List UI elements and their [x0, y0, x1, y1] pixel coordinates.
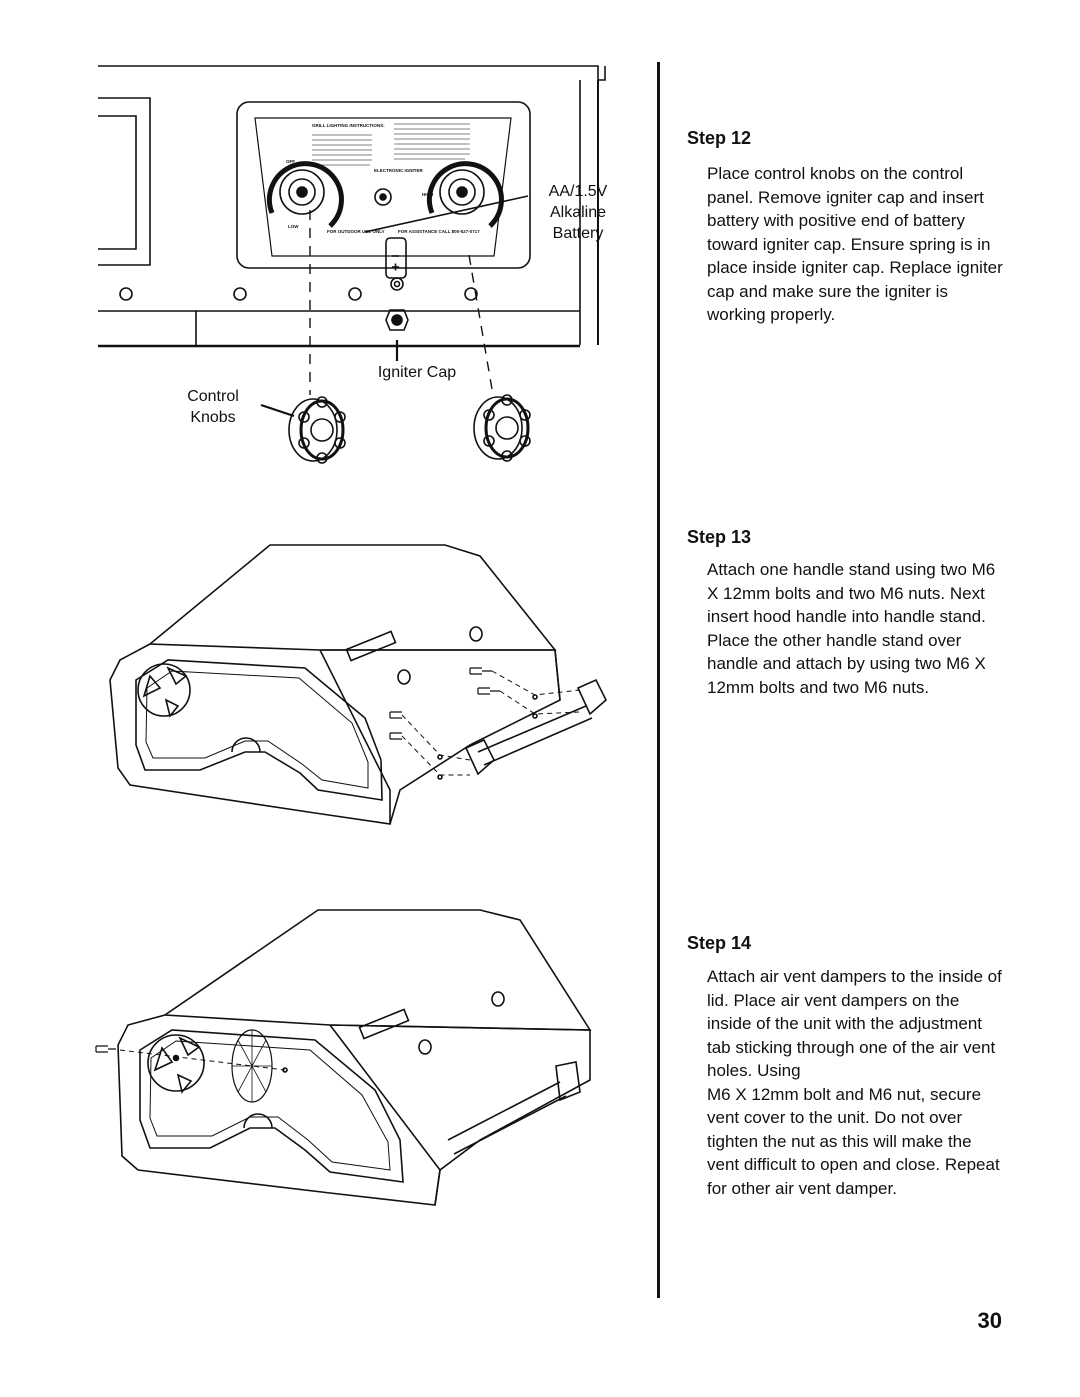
control-knobs-callout: Control Knobs	[178, 386, 248, 428]
decal-igniter-label: ELECTRONIC IGNITER	[374, 168, 424, 173]
hood-handle-figure	[109, 544, 607, 825]
step-13-text: Attach one handle stand using two M6 X 1…	[707, 560, 996, 697]
step-14-text-part2: M6 X 12mm bolt and M6 nut, secure vent c…	[707, 1084, 1000, 1198]
page-number: 30	[977, 1308, 1002, 1333]
right-knob	[473, 394, 531, 462]
column-divider	[657, 62, 660, 1298]
step-14-heading: Step 14	[687, 933, 752, 953]
battery-label-line1: AA/1.5V	[548, 183, 608, 200]
control-panel-figure	[98, 65, 606, 464]
step-12-heading: Step 12	[687, 128, 752, 148]
battery-callout: AA/1.5V Alkaline Battery	[540, 181, 616, 244]
decal-instructions-heading: GRILL LIGHTING INSTRUCTIONS:	[312, 123, 385, 128]
decal-outdoor-label: FOR OUTDOOR USE ONLY	[327, 229, 385, 234]
step-14-text-part1: Attach air vent dampers to the inside of…	[707, 967, 1002, 1080]
step-14-text: Attach air vent dampers to the inside of…	[707, 965, 1007, 1200]
knobs-label-line1: Control	[187, 388, 239, 405]
hood-vent-damper-figure	[95, 909, 592, 1206]
battery-label-line3: Battery	[552, 225, 604, 242]
knobs-label-line2: Knobs	[190, 409, 236, 426]
decal-right-high: HIGH	[422, 192, 433, 197]
left-knob	[288, 396, 346, 464]
decal-left-low: LOW	[288, 224, 299, 229]
decal-assistance-label: FOR ASSISTANCE CALL 800-527-0717	[398, 229, 480, 234]
step-12-text: Place control knobs on the control panel…	[707, 164, 1003, 324]
step-13-heading: Step 13	[687, 527, 752, 547]
decal-left-off: OFF	[286, 159, 295, 164]
igniter-cap-label: Igniter Cap	[377, 364, 457, 381]
battery-label-line2: Alkaline	[549, 204, 607, 221]
